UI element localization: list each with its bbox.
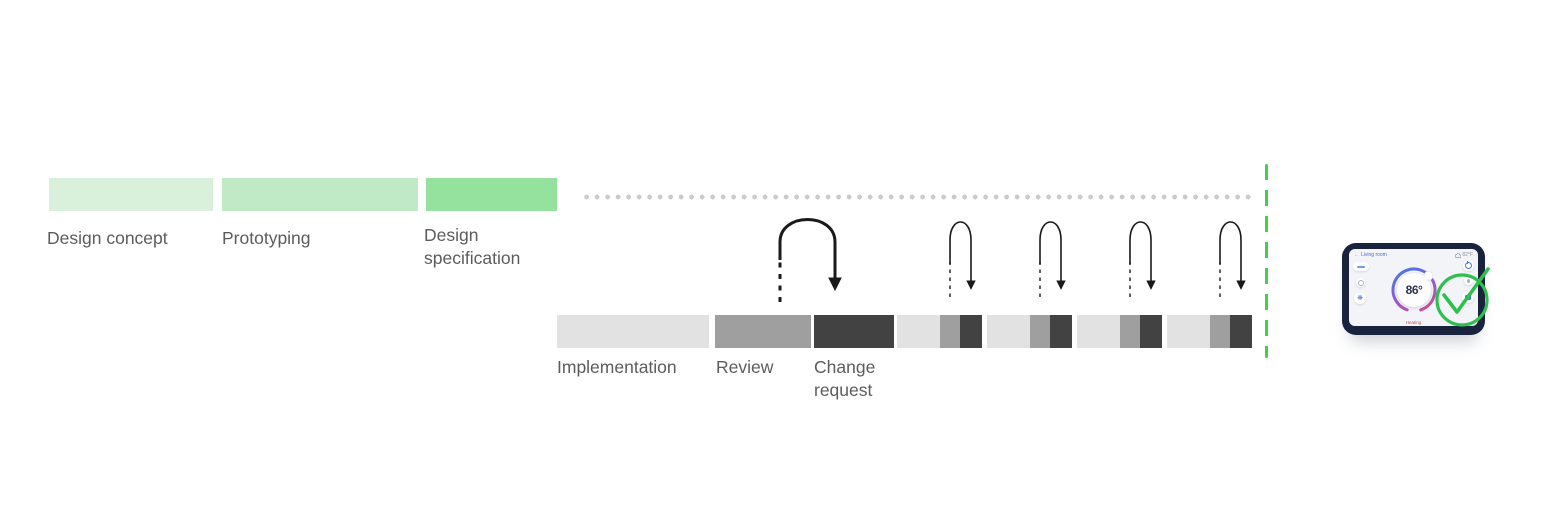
thermostat-device-mockup: ← Living room 82°F bbox=[1342, 243, 1485, 335]
eco-button bbox=[1356, 278, 1365, 287]
power-button bbox=[1463, 260, 1474, 271]
cycle-segment-implementation bbox=[1167, 315, 1210, 348]
room-name: Living room bbox=[1361, 252, 1387, 258]
power-icon bbox=[1465, 261, 1472, 269]
cycle-segment-implementation bbox=[987, 315, 1030, 348]
thermostat-header: ← Living room 82°F bbox=[1354, 252, 1473, 258]
cycle-segment-review bbox=[1210, 315, 1230, 348]
cycle-segment-implementation bbox=[1077, 315, 1120, 348]
dotted-timeline bbox=[584, 193, 1256, 201]
mode-label: Heating bbox=[1405, 320, 1422, 325]
iteration-cycle bbox=[1167, 315, 1252, 348]
humidity-button bbox=[1464, 276, 1473, 285]
phase-bar-change-request bbox=[814, 315, 894, 348]
loop-arrow-mini-cycle bbox=[1129, 221, 1156, 297]
iteration-cycle bbox=[897, 315, 982, 348]
phase-label-design-concept: Design concept bbox=[47, 228, 168, 248]
mode-icon bbox=[1357, 265, 1365, 268]
dial-center: 86° bbox=[1397, 273, 1431, 307]
phase-bar-design-concept bbox=[49, 178, 213, 211]
loop-arrow-mini-cycle bbox=[1219, 221, 1246, 297]
cycle-segment-change-request bbox=[1140, 315, 1162, 348]
phase-label-design-specification: Design specification bbox=[424, 225, 521, 269]
back-icon: ← bbox=[1354, 252, 1359, 258]
loop-arrow-mini-cycle bbox=[949, 221, 976, 297]
phase-bar-prototyping bbox=[222, 178, 418, 211]
phase-bar-design-specification bbox=[426, 178, 557, 211]
fan-icon: ❋ bbox=[1357, 294, 1363, 302]
cycle-segment-change-request bbox=[1230, 315, 1252, 348]
phase-label-change-request: Change request bbox=[814, 357, 876, 401]
mode-pill-button bbox=[1353, 262, 1369, 271]
thermostat-screen: ← Living room 82°F bbox=[1349, 249, 1478, 326]
phase-label-prototyping: Prototyping bbox=[222, 228, 311, 248]
outside-temp: 82°F bbox=[1462, 252, 1473, 258]
eco-icon bbox=[1357, 279, 1364, 286]
target-temperature: 86° bbox=[1405, 283, 1423, 297]
loop-arrow-review-to-change-request bbox=[778, 218, 842, 302]
phase-label-implementation: Implementation bbox=[557, 357, 677, 377]
cycle-segment-review bbox=[1120, 315, 1140, 348]
release-marker-line bbox=[1265, 164, 1268, 358]
cycle-segment-review bbox=[940, 315, 960, 348]
phase-label-review: Review bbox=[716, 357, 774, 377]
cycle-segment-change-request bbox=[960, 315, 982, 348]
iteration-cycle bbox=[987, 315, 1072, 348]
schedule-button bbox=[1462, 291, 1474, 303]
humidity-icon bbox=[1467, 278, 1470, 283]
phase-bar-review bbox=[715, 315, 811, 348]
cloud-icon bbox=[1455, 252, 1462, 258]
schedule-icon bbox=[1465, 294, 1471, 300]
iteration-cycle bbox=[1077, 315, 1162, 348]
phase-bar-implementation bbox=[557, 315, 709, 348]
loop-arrow-mini-cycle bbox=[1039, 221, 1066, 297]
cycle-segment-change-request bbox=[1050, 315, 1072, 348]
fan-button: ❋ bbox=[1354, 292, 1366, 304]
cycle-segment-implementation bbox=[897, 315, 940, 348]
cycle-segment-review bbox=[1030, 315, 1050, 348]
temperature-dial: 86° bbox=[1390, 266, 1438, 314]
